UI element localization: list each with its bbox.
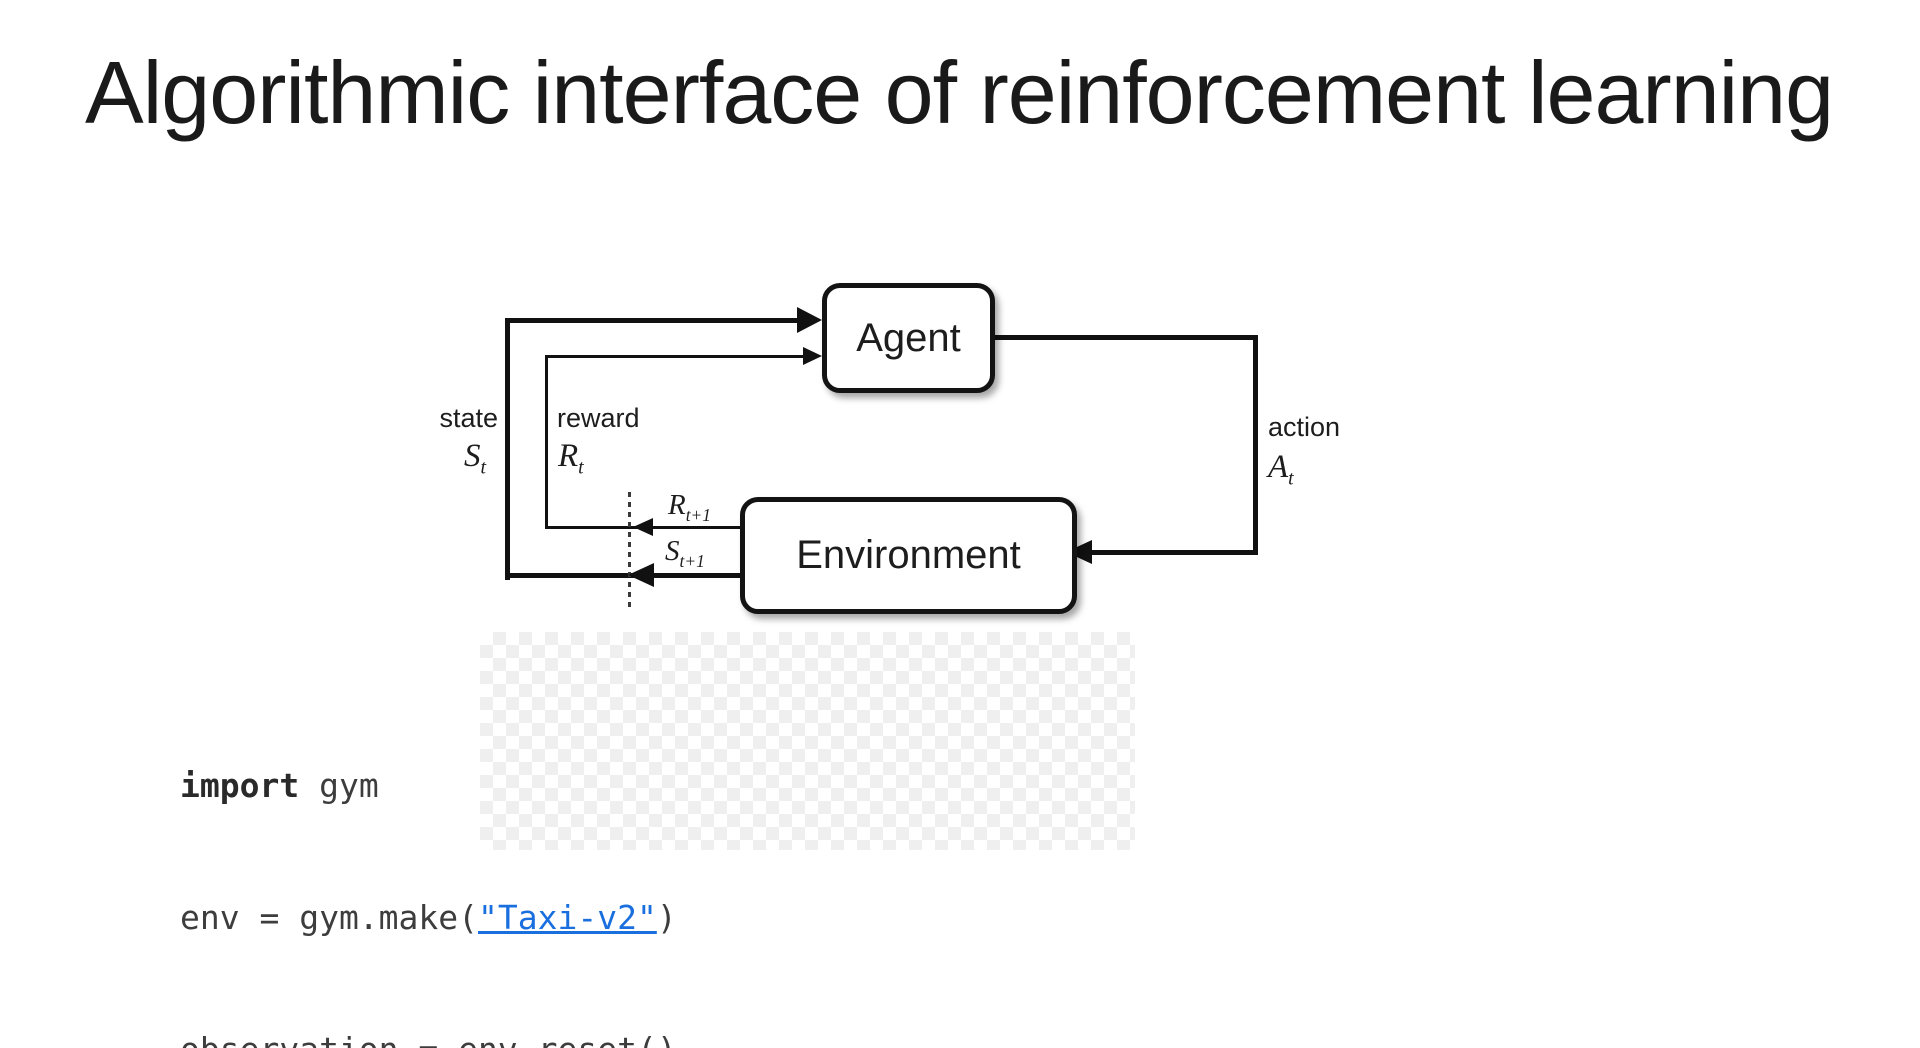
taxi-v2-link[interactable]: "Taxi-v2" — [478, 898, 657, 937]
code-text: ) — [656, 898, 677, 937]
action-loop-top-line — [985, 335, 1258, 340]
state-loop-bottom-line — [505, 573, 740, 578]
code-text: gym — [299, 766, 379, 805]
page-title: Algorithmic interface of reinforcement l… — [85, 43, 1834, 142]
state-to-agent-arrowhead-icon — [797, 307, 822, 333]
state-loop-top-line — [505, 318, 800, 323]
code-text: observation = env.reset() — [180, 1030, 677, 1048]
action-symbol: At — [1268, 449, 1294, 490]
environment-label: Environment — [796, 533, 1021, 577]
code-line: observation = env.reset() — [180, 1028, 1253, 1048]
time-step-dashed-line — [628, 492, 631, 610]
reward-to-agent-arrowhead-icon — [803, 347, 822, 365]
next-reward-symbol: Rt+1 — [668, 489, 711, 525]
next-state-arrowhead-icon — [628, 563, 654, 587]
code-block: import gym env = gym.make("Taxi-v2") obs… — [180, 676, 1253, 1048]
action-loop-bottom-line — [1092, 550, 1258, 555]
reward-label: reward — [557, 403, 640, 433]
action-label: action — [1268, 412, 1341, 442]
code-text: env = gym.make( — [180, 898, 479, 937]
next-state-symbol: St+1 — [665, 535, 705, 571]
environment-box: Environment — [740, 497, 1077, 614]
reward-loop-top-line — [545, 355, 803, 358]
state-loop-vertical-line — [505, 318, 510, 580]
state-symbol: St — [464, 438, 486, 479]
state-label: state — [439, 403, 498, 433]
keyword-import: import — [180, 766, 300, 805]
action-loop-vertical-line — [1253, 335, 1258, 555]
next-reward-arrowhead-icon — [633, 518, 653, 536]
code-line: env = gym.make("Taxi-v2") — [180, 896, 1253, 940]
reward-symbol: Rt — [558, 438, 584, 479]
agent-box: Agent — [822, 283, 995, 393]
code-line: import gym — [180, 764, 1253, 808]
reward-loop-vertical-line — [545, 355, 548, 529]
agent-label: Agent — [856, 315, 961, 360]
transparency-checkerboard — [480, 632, 1135, 850]
